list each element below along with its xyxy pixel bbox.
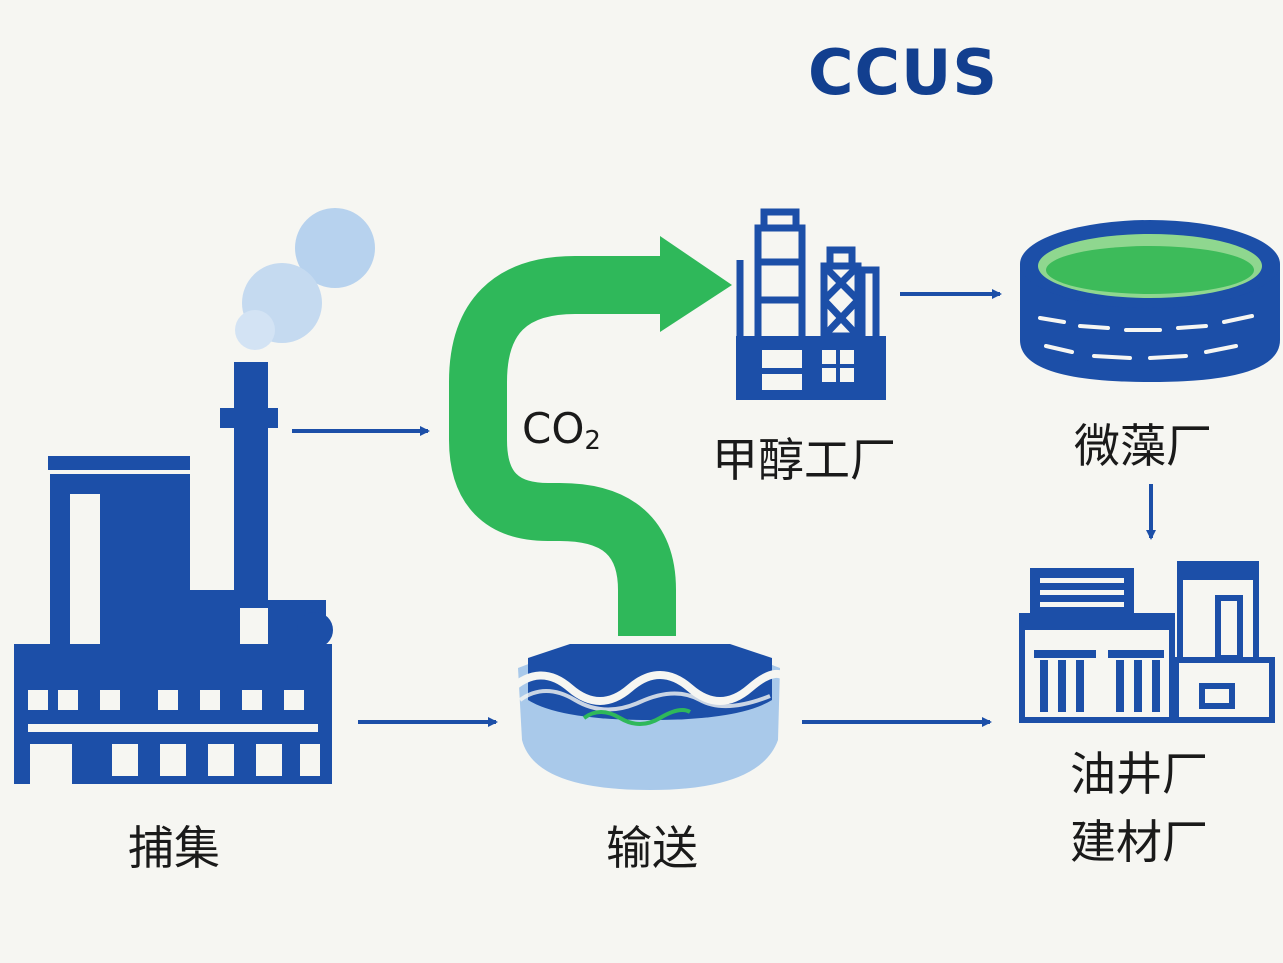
label-capture: 捕集 bbox=[128, 821, 220, 875]
label-methanol-factory: 甲醇工厂 bbox=[712, 433, 896, 487]
algae-pond-icon bbox=[1020, 220, 1280, 382]
oilfield-building-icon bbox=[1019, 561, 1275, 723]
diagram-title: CCUS bbox=[808, 36, 998, 109]
pipeline-icon bbox=[449, 236, 732, 636]
reservoir-icon bbox=[507, 644, 794, 790]
label-transport: 输送 bbox=[606, 821, 698, 875]
label-microalgae-plant: 微藻厂 bbox=[1074, 419, 1212, 473]
co2-subscript: 2 bbox=[584, 426, 601, 456]
smoke-puff-small bbox=[235, 310, 275, 350]
label-building-materials-plant: 建材厂 bbox=[1070, 815, 1208, 869]
smoke-puff-large bbox=[295, 208, 375, 288]
methanol-factory-icon bbox=[736, 208, 886, 400]
power-plant-icon bbox=[14, 208, 375, 784]
co2-label: CO2 bbox=[522, 404, 601, 456]
co2-main: CO bbox=[522, 404, 585, 453]
label-oilfield-plant: 油井厂 bbox=[1070, 747, 1208, 801]
